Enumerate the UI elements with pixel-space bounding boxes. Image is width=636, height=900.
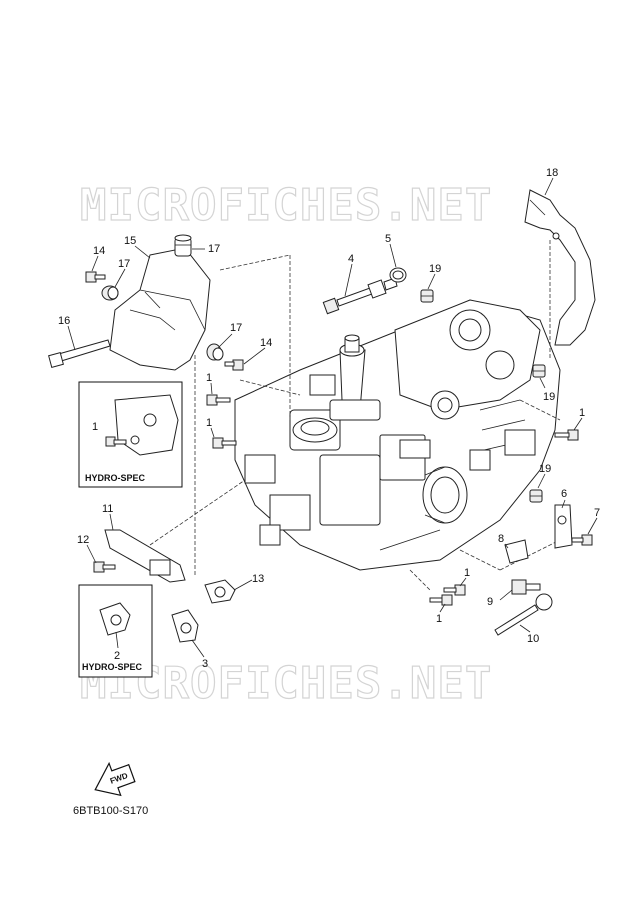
callout-15: 15 <box>124 235 136 247</box>
callout-1-b: 1 <box>206 417 212 429</box>
part-17-grommet-right <box>206 343 224 361</box>
callout-1-e: 1 <box>436 613 442 625</box>
callout-9: 9 <box>487 596 493 608</box>
callout-17-right: 17 <box>230 322 242 334</box>
callout-19-low: 19 <box>539 463 551 475</box>
callout-18: 18 <box>546 167 558 179</box>
callout-2: 2 <box>114 650 120 662</box>
leader-lines <box>67 177 598 658</box>
callout-1-d: 1 <box>464 567 470 579</box>
callout-11: 11 <box>102 503 113 515</box>
inset-label-lower: HYDRO-SPEC <box>82 662 143 672</box>
part-8-clip <box>504 539 529 564</box>
part-5-o-ring <box>389 267 407 283</box>
callout-7: 7 <box>594 507 600 519</box>
part-13-holder <box>204 579 236 604</box>
diagram-code: 6BTB100-S170 <box>73 805 148 817</box>
part-1-bolt-a <box>206 394 231 406</box>
callout-1-inset: 1 <box>92 421 98 433</box>
part-10-sender <box>494 593 553 636</box>
part-15-cover <box>109 247 211 371</box>
callout-labels: 14 15 17 17 16 17 14 1 1 4 5 19 18 19 1 … <box>58 167 600 670</box>
part-16-tie-strap <box>48 339 111 368</box>
part-11-plate <box>104 529 186 583</box>
watermark-top: MICROFICHES.NET <box>80 180 492 231</box>
part-12-bolt <box>93 561 116 573</box>
part-14-bolt-right <box>224 359 244 371</box>
callout-19-top: 19 <box>429 263 441 275</box>
fwd-arrow-icon: FWD <box>94 761 136 797</box>
callout-3: 3 <box>202 658 208 670</box>
callout-1-a: 1 <box>206 372 212 384</box>
callout-6: 6 <box>561 488 567 500</box>
callout-5: 5 <box>385 233 391 245</box>
part-18-bracket <box>524 189 596 346</box>
part-6-bracket <box>554 504 573 549</box>
inset-label-upper: HYDRO-SPEC <box>85 473 146 483</box>
part-19-grommet-low <box>529 489 543 503</box>
part-17-grommet-left <box>101 285 119 301</box>
part-1-bolt-b <box>212 437 237 449</box>
callout-16: 16 <box>58 315 70 327</box>
callout-14-left: 14 <box>93 245 105 257</box>
callout-13: 13 <box>252 573 264 585</box>
engine-block <box>234 299 561 571</box>
part-9-switch <box>511 579 541 595</box>
part-7-bolt <box>571 534 593 546</box>
callout-19-mid: 19 <box>543 391 555 403</box>
part-14-bolt-left <box>85 271 106 283</box>
callout-17-left: 17 <box>118 258 130 270</box>
inset-hydro-spec-upper: 1 HYDRO-SPEC <box>78 381 183 488</box>
callout-4: 4 <box>348 253 354 265</box>
part-3-holder <box>171 609 199 643</box>
callout-1-c: 1 <box>579 407 585 419</box>
callout-8: 8 <box>498 533 504 545</box>
part-17-grommet-top <box>174 234 192 257</box>
callout-12: 12 <box>77 534 89 546</box>
part-19-grommet-top <box>420 289 434 303</box>
part-1-bolt-d <box>429 584 466 606</box>
inset-hydro-spec-lower: 2 HYDRO-SPEC <box>78 584 153 678</box>
callout-10: 10 <box>527 633 539 645</box>
part-1-bolt-c <box>554 429 579 441</box>
callout-17-top: 17 <box>208 243 220 255</box>
callout-14-right: 14 <box>260 337 272 349</box>
reference-lines <box>149 240 561 591</box>
part-4-sensor <box>322 277 398 315</box>
part-19-grommet-mid <box>532 364 546 378</box>
